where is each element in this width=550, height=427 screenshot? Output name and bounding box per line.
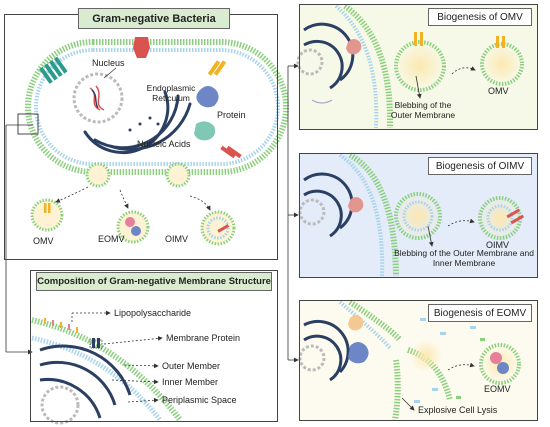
membrane-protein-yellow — [207, 60, 227, 76]
oimv-caption: Blebbing of the Outer Membrane and Inner… — [394, 248, 534, 268]
oimv-illustration — [298, 152, 525, 277]
nucleic-acids-label: Nucleic Acids — [137, 139, 191, 149]
oimv-result-label: OIMV — [486, 240, 510, 250]
membrane-protein-label: Membrane Protein — [166, 333, 241, 343]
protein-blue — [196, 86, 219, 108]
outer-member-label: Outer Member — [162, 361, 221, 371]
periplasmic-space-label: Periplasmic Space — [162, 395, 237, 405]
eomv-title: Biogenesis of EOMV — [428, 304, 532, 322]
omv-illustration — [296, 3, 524, 129]
lipopolysaccharide-label: Lipopolysaccharide — [114, 308, 192, 318]
protein-green — [194, 121, 216, 141]
membrane-protein-red-right — [220, 145, 242, 159]
oimv-title: Biogenesis of OIMV — [428, 157, 532, 175]
vesicle-oimv-small — [200, 210, 236, 246]
vesicle-omv-small — [30, 198, 64, 232]
omv-result-label: OMV — [488, 86, 509, 96]
omv-title: Biogenesis of OMV — [428, 8, 532, 26]
membrane-protein-red-top — [133, 37, 150, 58]
bacterium-cell — [25, 39, 289, 188]
composition-membrane — [31, 317, 183, 425]
zoom-box — [17, 113, 39, 135]
protein-label: Protein — [217, 110, 246, 120]
er-dots — [128, 116, 160, 132]
eomv-panel — [299, 300, 538, 421]
nucleus-region — [72, 72, 124, 124]
oimv-vesicle-label: OIMV — [165, 234, 189, 244]
oimv-panel — [299, 153, 538, 278]
membrane-protein-teal — [39, 56, 68, 84]
omv-caption: Blebbing of the Outer Membrane — [390, 100, 456, 120]
composition-title: Composition of Gram-negative Membrane St… — [36, 272, 272, 291]
composition-panel — [30, 270, 278, 422]
bacteria-panel — [4, 14, 278, 260]
bacteria-title: Gram-negative Bacteria — [78, 8, 230, 29]
omv-panel — [299, 4, 538, 130]
eomv-result-label: EOMV — [484, 384, 511, 394]
nucleus-label: Nucleus — [92, 58, 125, 68]
eomv-vesicle-label: EOMV — [98, 234, 125, 244]
vesicle-eomv-small — [116, 210, 150, 244]
eomv-caption: Explosive Cell Lysis — [418, 405, 498, 415]
eomv-illustration — [298, 299, 521, 421]
omv-vesicle-label: OMV — [33, 236, 54, 246]
er-label: Endoplasmic Reticulum — [146, 83, 196, 103]
er-arcs — [83, 90, 192, 155]
inner-member-label: Inner Member — [162, 377, 219, 387]
